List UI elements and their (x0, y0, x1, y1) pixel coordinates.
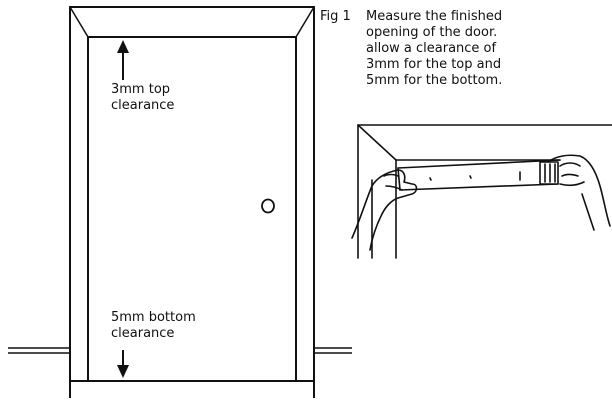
caption-line-2: opening of the door. (366, 25, 498, 40)
bottom-clearance-line-2: clearance (111, 326, 175, 341)
caption-line-3: allow a clearance of (366, 41, 497, 56)
door-handle-icon (261, 198, 275, 214)
floor-line-right (314, 347, 352, 354)
down-arrow-icon (117, 350, 129, 378)
caption-line-4: 3mm for the top and (366, 57, 502, 72)
door-frame (69, 6, 315, 398)
bottom-clearance-label: 5mm bottom clearance (111, 310, 196, 342)
top-clearance-line-2: clearance (111, 98, 175, 113)
bottom-clearance-line-1: 5mm bottom (111, 310, 196, 325)
caption-line-5: 5mm for the bottom. (366, 73, 503, 88)
up-arrow-icon (117, 40, 129, 80)
figure-number: Fig 1 (320, 9, 351, 24)
caption-line-1: Measure the finished (366, 9, 503, 24)
tape-measure-illustration (351, 124, 612, 259)
floor-line-left (8, 347, 70, 354)
top-clearance-label: 3mm top clearance (111, 82, 174, 114)
figure-caption: Fig 1 Measure the finished opening of the… (320, 9, 502, 89)
top-clearance-line-1: 3mm top (111, 82, 171, 97)
